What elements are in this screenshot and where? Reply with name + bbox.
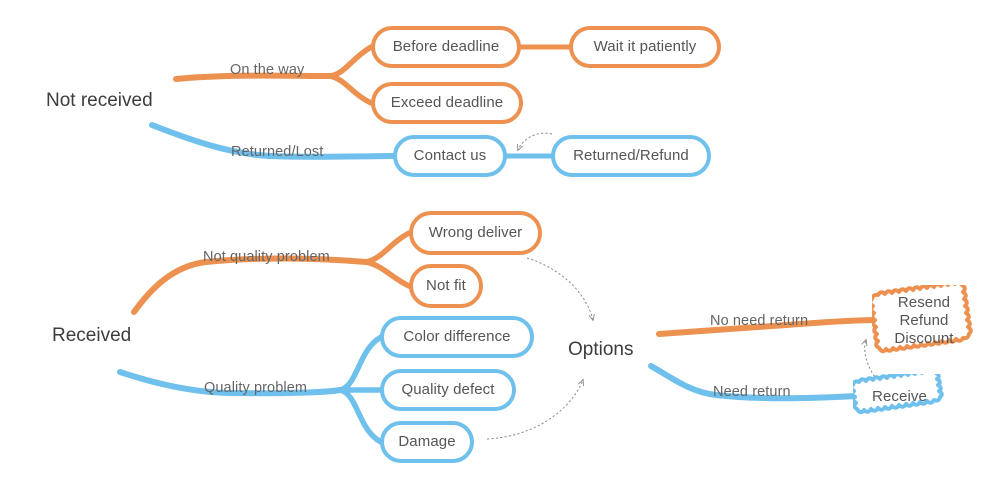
node-resend-refund-discount-label: Resend Refund Discount: [894, 294, 954, 347]
node-wrong-deliver[interactable]: Wrong deliver: [409, 211, 542, 255]
node-quality-defect[interactable]: Quality defect: [380, 369, 516, 411]
edge-label-not-quality-problem: Not quality problem: [203, 249, 330, 265]
edge-label-need-return: Need return: [713, 384, 791, 400]
node-receive-label: Receive: [872, 387, 927, 405]
edge-label-returned-lost: Returned/Lost: [231, 144, 324, 160]
root-label-not-received: Not received: [46, 90, 153, 111]
edge-label-no-need-return: No need return: [710, 313, 809, 329]
branch-damage: [337, 387, 384, 445]
node-color-difference[interactable]: Color difference: [380, 316, 534, 358]
connector-returned-refund-to-contact-us: [516, 132, 553, 152]
branch-not-fit: [363, 259, 412, 289]
node-returned-refund[interactable]: Returned/Refund: [551, 135, 711, 177]
branch-wrong-deliver: [363, 230, 412, 265]
sketch-border-blue: [853, 374, 944, 415]
node-wait-patiently[interactable]: Wait it patiently: [569, 26, 721, 68]
root-label-received: Received: [52, 325, 132, 346]
hub-label-options: Options: [568, 339, 634, 360]
node-resend-refund-discount[interactable]: Resend Refund Discount: [872, 285, 976, 357]
connector-wrong-deliver-to-options: [526, 257, 595, 322]
sketch-border-orange: [872, 285, 973, 354]
node-contact-us[interactable]: Contact us: [393, 135, 507, 177]
node-exceed-deadline[interactable]: Exceed deadline: [371, 82, 523, 124]
node-before-deadline[interactable]: Before deadline: [371, 26, 521, 68]
edge-label-on-the-way: On the way: [230, 62, 305, 78]
node-not-fit[interactable]: Not fit: [409, 264, 483, 308]
node-damage[interactable]: Damage: [380, 421, 474, 463]
branch-color-difference: [337, 334, 384, 393]
edge-label-quality-problem: Quality problem: [204, 380, 308, 396]
branch-exceed-deadline: [327, 73, 374, 106]
branch-not-quality-problem: [131, 255, 369, 315]
branch-before-deadline: [327, 44, 374, 79]
node-receive[interactable]: Receive: [853, 374, 946, 419]
